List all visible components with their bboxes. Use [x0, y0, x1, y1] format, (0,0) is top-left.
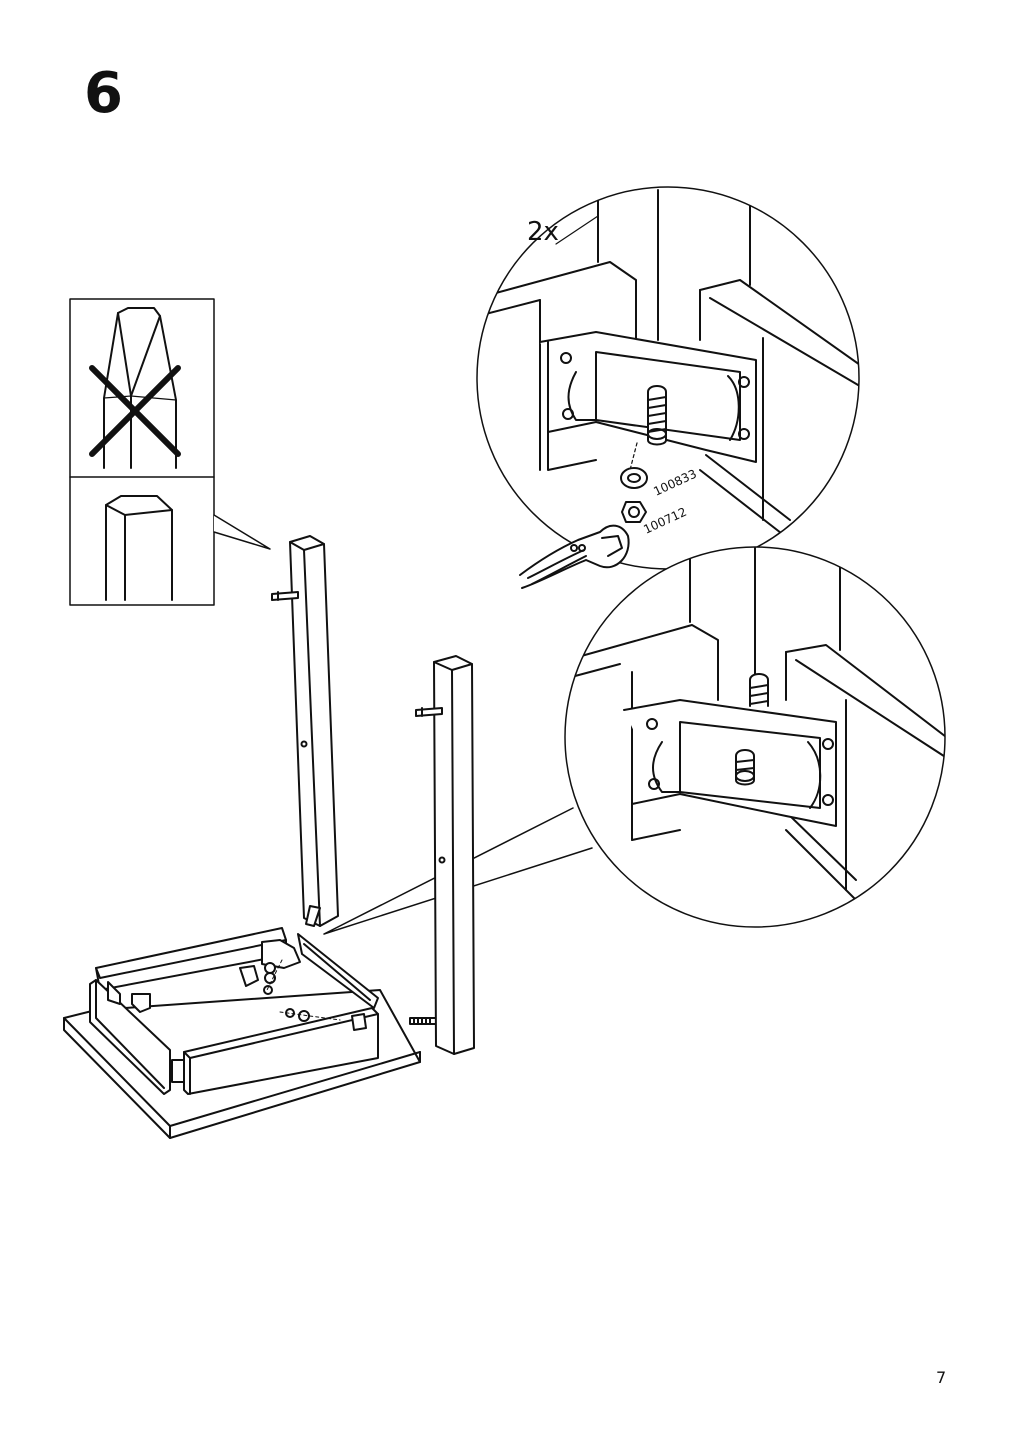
quantity-label: 2x: [527, 217, 559, 247]
wrench-icon: [519, 524, 630, 589]
leg-right: [433, 655, 475, 1055]
detail-circle-top: [476, 186, 860, 589]
leg-left: [289, 535, 339, 927]
main-assembly: [63, 535, 475, 1139]
incorrect-leg-cross-icon: [89, 307, 181, 469]
bolt-icon: [409, 1017, 439, 1025]
correct-leg-icon: [105, 495, 173, 601]
page-number: 7: [936, 1368, 947, 1387]
bolt-icon: [629, 385, 667, 471]
washer-icon: [620, 467, 648, 489]
nut-icon: [621, 501, 647, 523]
leg-orientation-inset: [69, 298, 271, 606]
step-number: 6: [84, 61, 123, 126]
dowel-icon: [271, 591, 299, 601]
detail-circle-bottom: [564, 546, 946, 928]
dowel-icon: [415, 707, 443, 717]
